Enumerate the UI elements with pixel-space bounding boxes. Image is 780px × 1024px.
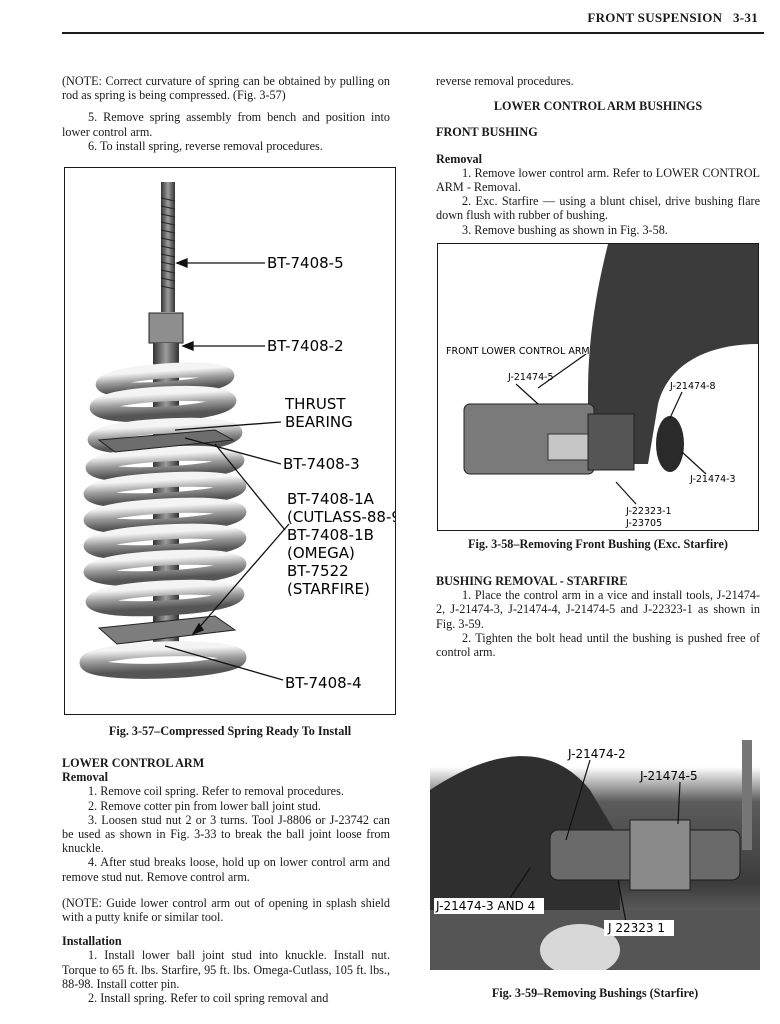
hand	[540, 924, 620, 970]
lca-step-3: 3. Loosen stud nut 2 or 3 turns. Tool J-…	[62, 812, 390, 856]
label-front-lower-control-arm: FRONT LOWER CONTROL ARM	[446, 346, 590, 357]
label-bg-j34	[434, 898, 544, 914]
label-j-22323-1-b: J 22323 1	[607, 921, 665, 935]
caption-fig-3-58: Fig. 3-58–Removing Front Bushing (Exc. S…	[468, 537, 728, 551]
label-bt-7408-3: BT-7408-3	[283, 455, 360, 473]
figure-3-59: J-21474-2 J-21474-5 J-21474-3 AND 4 J 22…	[430, 680, 760, 970]
label-bt-7408-1a: BT-7408-1A	[287, 490, 375, 508]
spring-compressor-illustration: BT-7408-5 BT-7408-2 THRUST BEARING BT-74…	[79, 182, 395, 692]
leader-lines	[164, 258, 290, 681]
label-j-23705: J-23705	[625, 518, 662, 529]
bushing-step-1: 1. Remove lower control arm. Refer to LO…	[436, 165, 760, 195]
starfire-step-2: 2. Tighten the bolt head until the bushi…	[436, 630, 760, 660]
label-bt-7408-1b: BT-7408-1B	[287, 526, 374, 544]
starfire-step-1: 1. Place the control arm in a vice and i…	[436, 588, 760, 631]
right-top-text: reverse removal procedures. LOWER CONTRO…	[436, 74, 760, 237]
heading-removal: Removal	[62, 770, 109, 785]
figure-3-57: BT-7408-5 BT-7408-2 THRUST BEARING BT-74…	[64, 167, 396, 715]
label-cutlass: (CUTLASS-88-98)	[287, 508, 395, 526]
note-guide-arm: (NOTE: Guide lower control arm out of op…	[62, 895, 390, 925]
heading-lower-control-arm: LOWER CONTROL ARM	[62, 756, 205, 770]
label-bt-7408-4: BT-7408-4	[285, 674, 362, 692]
tool-end-cap	[656, 416, 684, 472]
label-thrust: THRUST	[284, 395, 346, 413]
caption-fig-3-59: Fig. 3-59–Removing Bushings (Starfire)	[491, 986, 699, 1000]
label-j-21474-5: J-21474-5	[507, 372, 554, 383]
step-6: 6. To install spring, reverse removal pr…	[88, 138, 323, 153]
fig58-leaders	[515, 353, 707, 505]
header-rule	[62, 32, 764, 34]
heading-front-bushing: FRONT BUSHING	[436, 125, 538, 140]
upper-plate	[97, 429, 235, 453]
heading-installation: Installation	[62, 934, 122, 949]
install-step-2: 2. Install spring. Refer to coil spring …	[88, 991, 329, 1006]
heading-removal-2: Removal	[436, 151, 483, 166]
tool-collar	[587, 413, 635, 471]
rod-threads	[160, 197, 176, 290]
right-mid-text: BUSHING REMOVAL - STARFIRE 1. Place the …	[436, 574, 760, 659]
heading-lca-bushings: LOWER CONTROL ARM BUSHINGS	[493, 99, 703, 114]
step-5: 5. Remove spring assembly from bench and…	[62, 110, 390, 139]
starfire-bushing-photo: J-21474-2 J-21474-5 J-21474-3 AND 4 J 22…	[430, 740, 760, 970]
figure-3-58: FRONT LOWER CONTROL ARM J-21474-5 J-2147…	[437, 243, 759, 531]
tool-cylinder	[629, 819, 691, 891]
bushing-step-2: 2. Exc. Starfire — using a blunt chisel,…	[436, 194, 760, 223]
fig59-leaders	[509, 759, 681, 923]
label-j-21474-3-and-4: J-21474-3 AND 4	[435, 899, 535, 913]
heading-bushing-removal-starfire: BUSHING REMOVAL - STARFIRE	[436, 574, 628, 588]
install-step-1: 1. Install lower ball joint stud into kn…	[62, 948, 390, 991]
tool-threads	[547, 433, 589, 461]
label-bt-7408-2: BT-7408-2	[267, 337, 344, 355]
wrench-handle	[742, 740, 752, 850]
lca-step-1: 1. Remove coil spring. Refer to removal …	[88, 784, 344, 799]
lower-plate	[97, 615, 237, 645]
lca-step-4: 4. After stud breaks loose, hold up on l…	[62, 855, 390, 884]
coil-spring	[79, 362, 247, 679]
label-j-22323-1: J-22323-1	[625, 506, 672, 517]
lca-step-2: 2. Remove cotter pin from lower ball joi…	[88, 798, 321, 813]
label-bearing: BEARING	[285, 413, 353, 431]
label-j-21474-3: J-21474-3	[689, 474, 736, 485]
label-bt-7408-5: BT-7408-5	[267, 254, 344, 272]
note-curvature: (NOTE: Correct curvature of spring can b…	[62, 74, 390, 103]
label-j-21474-2: J-21474-2	[567, 747, 626, 761]
label-j-21474-8: J-21474-8	[669, 381, 716, 392]
left-top-text: (NOTE: Correct curvature of spring can b…	[62, 74, 390, 153]
caption-fig-3-57: Fig. 3-57–Compressed Spring Ready To Ins…	[108, 724, 352, 738]
label-bt-7522: BT-7522	[287, 562, 349, 580]
label-j-21474-5-b: J-21474-5	[639, 769, 698, 783]
left-bottom-text: LOWER CONTROL ARM Removal 1. Remove coil…	[62, 756, 390, 1005]
page-header-title: FRONT SUSPENSION 3-31	[587, 10, 758, 25]
bushing-step-3: 3. Remove bushing as shown in Fig. 3-58.	[462, 222, 668, 237]
label-bg-j22323	[604, 920, 674, 936]
control-arm-shape	[588, 244, 758, 464]
label-starfire: (STARFIRE)	[287, 580, 370, 598]
hex-nut	[148, 312, 184, 344]
continued-text: reverse removal procedures.	[436, 74, 574, 88]
front-bushing-photo: FRONT LOWER CONTROL ARM J-21474-5 J-2147…	[446, 244, 758, 529]
label-omega: (OMEGA)	[287, 544, 355, 562]
